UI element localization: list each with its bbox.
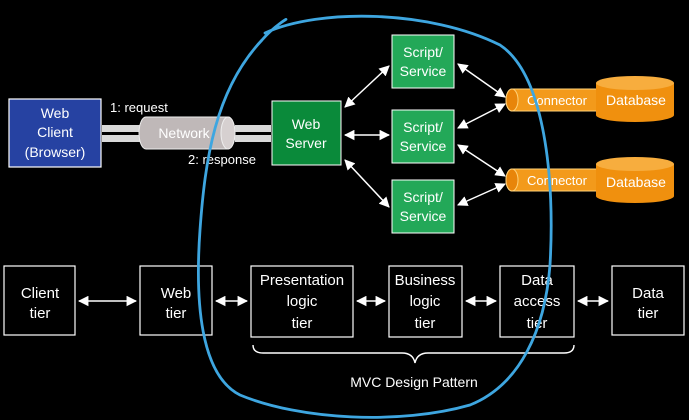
tier-presentation-line2: logic bbox=[287, 293, 318, 310]
script-3-line2: Service bbox=[400, 208, 447, 224]
tier-presentation-line3: tier bbox=[292, 315, 313, 332]
tier-web-line2: tier bbox=[166, 305, 187, 322]
tier-business-line1: Business bbox=[395, 272, 456, 289]
tier-data-access-line1: Data bbox=[521, 272, 553, 289]
connector-2: Connector bbox=[505, 168, 605, 192]
tier-data-access-line2: access bbox=[514, 293, 561, 310]
arrow-script1-connector1 bbox=[457, 63, 506, 98]
web-client-line1: Web bbox=[41, 105, 70, 121]
script-service-3: Script/ Service bbox=[391, 179, 455, 234]
request-label: 1: request bbox=[110, 100, 168, 115]
script-service-2: Script/ Service bbox=[391, 109, 455, 164]
tier-business-line3: tier bbox=[415, 315, 436, 332]
web-client-line2: Client bbox=[37, 124, 73, 140]
tier-web-line1: Web bbox=[161, 285, 192, 302]
mvc-brace bbox=[252, 344, 575, 364]
arrow-script2-connector1 bbox=[457, 103, 506, 129]
network-pipe-icon: Network bbox=[102, 116, 271, 150]
script-1-line2: Service bbox=[400, 63, 447, 79]
tier-data-line2: tier bbox=[638, 305, 659, 322]
mvc-label: MVC Design Pattern bbox=[350, 374, 478, 390]
connector-1-label: Connector bbox=[527, 93, 588, 108]
script-2-line2: Service bbox=[400, 138, 447, 154]
script-service-1: Script/ Service bbox=[391, 34, 455, 89]
tier-presentation-line1: Presentation bbox=[260, 272, 344, 289]
tier-data: Data tier bbox=[611, 265, 685, 336]
web-client-line3: (Browser) bbox=[25, 144, 86, 160]
database-1-icon: Database bbox=[596, 76, 674, 122]
web-server-line1: Web bbox=[292, 116, 321, 132]
database-1-label: Database bbox=[606, 92, 666, 108]
database-2-icon: Database bbox=[596, 157, 674, 203]
tier-client: Client tier bbox=[3, 265, 76, 336]
tier-business-line2: logic bbox=[410, 293, 441, 310]
script-1-line1: Script/ bbox=[403, 44, 443, 60]
tier-data-line1: Data bbox=[632, 285, 664, 302]
arrow-script3-connector2 bbox=[457, 183, 506, 206]
arrow-server-script3 bbox=[344, 159, 390, 208]
script-3-line1: Script/ bbox=[403, 189, 443, 205]
response-label: 2: response bbox=[188, 152, 256, 167]
script-2-line1: Script/ bbox=[403, 119, 443, 135]
tier-client-line2: tier bbox=[30, 305, 51, 322]
network-label: Network bbox=[158, 125, 210, 141]
tier-business-logic: Business logic tier bbox=[388, 265, 463, 338]
tier-presentation-logic: Presentation logic tier bbox=[250, 265, 354, 338]
connector-2-label: Connector bbox=[527, 173, 588, 188]
tier-data-access-line3: tier bbox=[527, 315, 548, 332]
connector-1: Connector bbox=[505, 88, 605, 112]
arrow-server-script1 bbox=[344, 65, 390, 108]
web-client-node: Web Client (Browser) bbox=[8, 98, 102, 168]
web-server-node: Web Server bbox=[271, 100, 342, 166]
arrow-script2-connector2 bbox=[457, 144, 506, 177]
tier-client-line1: Client bbox=[21, 285, 60, 302]
web-server-line2: Server bbox=[285, 135, 327, 151]
annotation-circle-icon bbox=[197, 14, 553, 419]
database-2-label: Database bbox=[606, 174, 666, 190]
